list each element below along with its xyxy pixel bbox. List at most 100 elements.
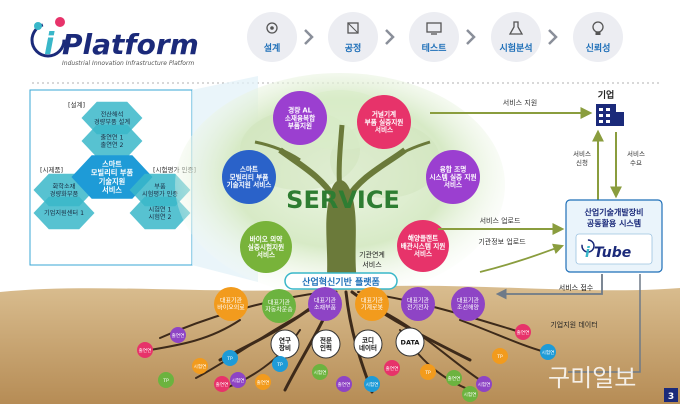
hex-text-line: 경량부품 설계 xyxy=(94,118,130,126)
company-building-icon xyxy=(596,104,624,126)
platform-banner-text: 산업혁신기반 플랫폼 xyxy=(302,276,380,288)
small-node-text: 출연연 xyxy=(448,375,461,382)
small-node-8: 출연연 xyxy=(255,374,271,390)
service-circle-text-line: 서비스 xyxy=(414,249,432,258)
service-circle-text-line: 서비스 xyxy=(375,125,393,134)
hex-node-5: 기업지원센터 1 xyxy=(33,196,95,230)
small-node-shape xyxy=(420,364,436,380)
hex-text-line: 기술지원 xyxy=(99,177,125,186)
small-node-text: 출연연 xyxy=(517,329,530,336)
small-node-shape xyxy=(446,370,462,386)
small-node-shape xyxy=(170,327,186,343)
service-circle-text-line: 실증시험지원 xyxy=(248,242,284,251)
hex-text-line: 모빌리티 부품 xyxy=(91,168,134,177)
page-number-box xyxy=(664,388,678,402)
small-node-shape xyxy=(492,348,508,364)
small-node-shape xyxy=(540,344,556,360)
hex-text-line: 기업지원센터 1 xyxy=(44,209,84,217)
small-node-shape xyxy=(255,374,271,390)
root-branch xyxy=(459,319,546,353)
small-node-text: 시험연 xyxy=(194,363,207,370)
root-circle-shape xyxy=(262,289,296,323)
service-circle-shape xyxy=(426,150,480,204)
small-node-shape xyxy=(336,376,352,392)
service-circle-shape xyxy=(273,91,327,145)
hex-text-line: 전산해석 xyxy=(101,110,124,118)
hex-shape xyxy=(129,196,191,230)
page-number: 3 xyxy=(668,392,674,402)
small-node-text: TP xyxy=(226,356,233,362)
service-circle-shape xyxy=(397,220,449,272)
service-circle-text-line: 서비스 xyxy=(257,250,275,259)
tree-trunk xyxy=(326,180,358,290)
root-circle-shape xyxy=(214,287,248,321)
service-circle-text-line: 배관시스템 지원 xyxy=(401,241,446,250)
chevron-right-icon xyxy=(385,29,395,45)
small-node-shape xyxy=(137,342,153,358)
root-circle-text-line: 대표기관 xyxy=(361,297,384,305)
link-service-line1: 기관연계 xyxy=(359,250,385,259)
small-node-shape xyxy=(214,376,230,392)
small-node-18: TP xyxy=(492,348,508,364)
process-step-label: 공정 xyxy=(345,42,362,54)
root-circle-shape xyxy=(308,287,342,321)
hex-text-line: 스마트 xyxy=(102,160,122,169)
process-step-label: 시험분석 xyxy=(499,42,532,54)
small-node-10: 출연연 xyxy=(336,376,352,392)
service-circle-text-line: 경량 AL xyxy=(288,105,313,114)
service-label: SERVICE xyxy=(286,186,400,214)
small-node-2: TP xyxy=(222,350,238,366)
cube-icon xyxy=(347,22,359,34)
small-node-1: 출연연 xyxy=(137,342,153,358)
root-branch xyxy=(379,309,481,381)
itube-title-line1: 산업기술개발장비 xyxy=(585,207,644,217)
platform-banner: 산업혁신기반 플랫폼 xyxy=(284,272,398,290)
service-circle-text-line: 해양플랜트 xyxy=(408,233,438,242)
root-circles: 대표기관바이오의료대표기관자동차운송대표기관소재부품대표기관기계로봇대표기관전기… xyxy=(214,287,485,323)
small-node-6: 출연연 xyxy=(214,376,230,392)
tag-design: [설계] xyxy=(68,100,85,109)
root-branch xyxy=(195,309,311,379)
process-step-label: 신뢰성 xyxy=(586,42,611,54)
data-node-shape xyxy=(311,329,341,359)
process-step-3: 시험분석 xyxy=(491,12,541,62)
data-node-text-line: 전문 xyxy=(320,335,332,344)
itube-brand: Tube xyxy=(594,245,631,261)
process-step-bubble xyxy=(328,12,378,62)
root-circle-text-line: 자동차운송 xyxy=(265,306,293,314)
service-circle-text-line: 기술지원 서비스 xyxy=(227,180,272,189)
data-node-3: DATA xyxy=(395,327,425,357)
hex-text-line: 경량화부품 xyxy=(50,190,79,198)
small-node-text: 출연연 xyxy=(172,332,185,339)
bulb-icon xyxy=(592,21,604,35)
service-circle-text-line: 거널기계 xyxy=(372,109,396,118)
service-circle-text-line: 서비스 xyxy=(444,180,462,189)
small-node-text: TP xyxy=(496,354,503,360)
process-step-label: 테스트 xyxy=(422,42,448,54)
data-node-text-line: 네이터 xyxy=(359,343,377,352)
small-node-text: 출연연 xyxy=(139,347,152,354)
monitor-icon xyxy=(426,22,442,35)
root-circle-text-line: 대표기관 xyxy=(220,297,243,305)
chevron-right-icon xyxy=(548,29,558,45)
arrow-org-info-upload xyxy=(479,243,565,273)
data-node-shape xyxy=(353,329,383,359)
root-circle-text-line: 대표기관 xyxy=(268,299,291,307)
small-node-shape xyxy=(476,376,492,392)
root-circle-shape xyxy=(451,287,485,321)
